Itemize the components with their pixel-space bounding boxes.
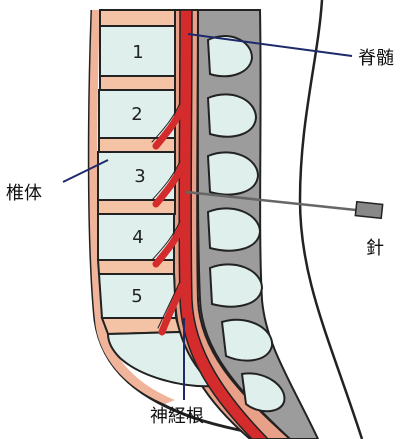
vertebra-number: 5 xyxy=(131,286,142,307)
disc xyxy=(98,200,175,214)
vertebra-number: 1 xyxy=(132,42,143,63)
disc xyxy=(98,260,174,274)
vertebra-number: 3 xyxy=(134,166,145,187)
disc xyxy=(100,76,175,90)
vertebra-number: 4 xyxy=(132,227,143,248)
skin-outline xyxy=(300,0,362,439)
needle-hub xyxy=(355,202,382,219)
label-vertebral-body: 椎体 xyxy=(6,183,42,204)
label-needle: 針 xyxy=(366,238,384,259)
label-nerve-root: 神経根 xyxy=(150,406,204,427)
disc xyxy=(100,10,175,26)
vertebra-number: 2 xyxy=(131,104,142,125)
label-spinal-cord: 脊髄 xyxy=(358,48,394,69)
